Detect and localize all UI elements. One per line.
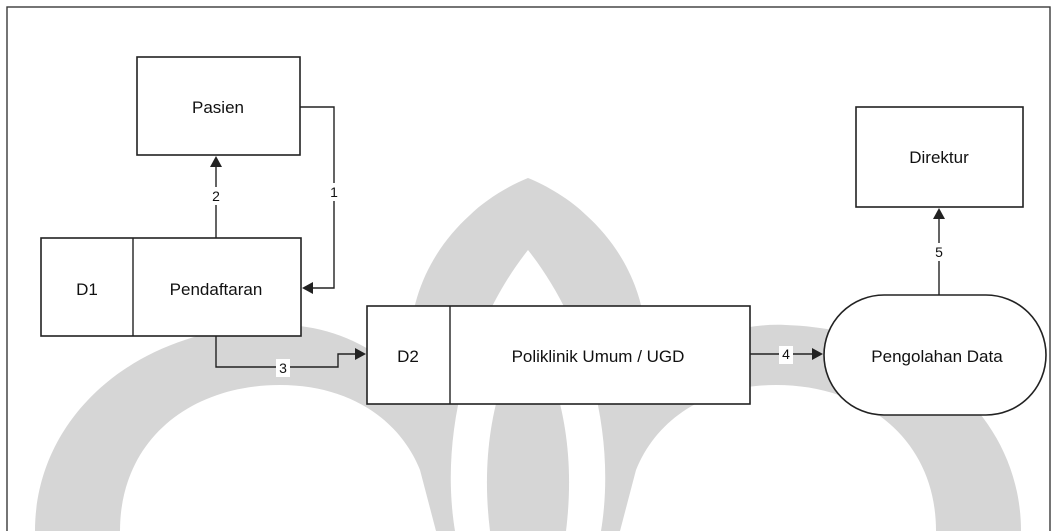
flow-2-label: 2: [212, 188, 220, 204]
flow-1: 1: [300, 106, 341, 294]
entity-pasien: Pasien: [136, 56, 301, 156]
flow-2: 2: [209, 156, 223, 238]
entity-pasien-label: Pasien: [192, 98, 244, 117]
data-store-d2-id: D2: [397, 347, 419, 366]
data-store-d1-id: D1: [76, 280, 98, 299]
diagram-frame: [6, 6, 1051, 531]
data-store-d1: D1 Pendaftaran: [40, 237, 302, 337]
data-store-d2-name: Poliklinik Umum / UGD: [512, 347, 685, 366]
flow-3: 3: [215, 336, 366, 377]
data-store-d2: D2 Poliklinik Umum / UGD: [366, 305, 751, 405]
flow-4-label: 4: [782, 346, 790, 362]
process-label: Pengolahan Data: [871, 347, 1003, 366]
entity-direktur-label: Direktur: [909, 148, 969, 167]
entity-direktur: Direktur: [855, 106, 1024, 208]
process-pengolahan-data: Pengolahan Data: [823, 294, 1047, 416]
flow-3-label: 3: [279, 360, 287, 376]
flow-1-label: 1: [330, 184, 338, 200]
flow-5: 5: [932, 208, 946, 295]
data-store-d1-name: Pendaftaran: [170, 280, 263, 299]
flow-4: 4: [750, 346, 823, 364]
flow-5-label: 5: [935, 244, 943, 260]
